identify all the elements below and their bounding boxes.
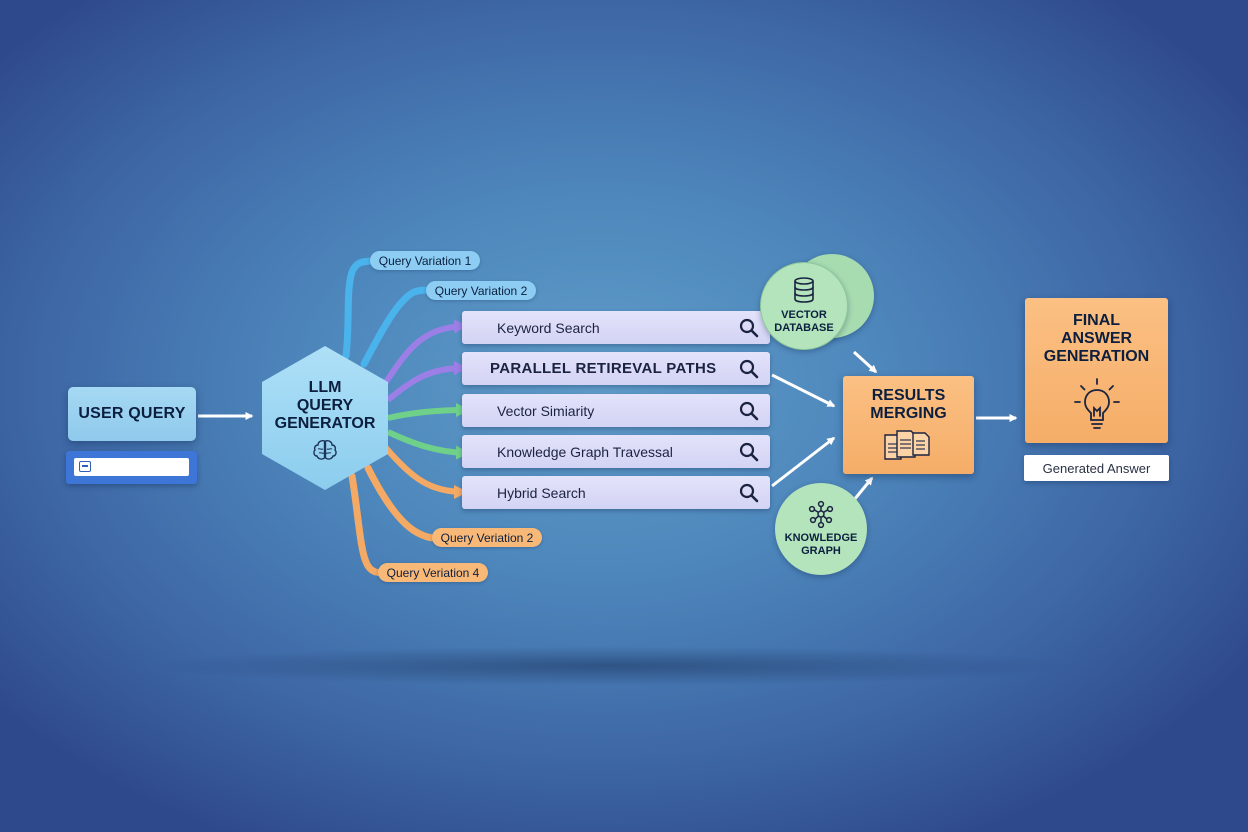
- hybrid-search-label: Hybrid Search: [497, 484, 586, 501]
- knowledge-graph-traversal-bar[interactable]: Knowledge Graph Travessal: [462, 435, 770, 468]
- branch-variation-3: [364, 464, 444, 542]
- vector-database-line-1: VECTOR: [781, 309, 827, 321]
- final-answer-line-1: FINAL: [1072, 312, 1121, 329]
- query-input[interactable]: [74, 458, 189, 476]
- search-icon: [739, 318, 759, 337]
- keyword-search-label: Keyword Search: [497, 319, 600, 336]
- search-icon: [739, 359, 759, 378]
- documents-icon: [883, 430, 930, 460]
- arrow-vectordb-to-merge: [852, 350, 878, 374]
- final-answer-line-2: ANSWER: [1060, 330, 1133, 347]
- knowledge-graph-node: KNOWLEDGE GRAPH: [775, 483, 867, 575]
- vector-similarity-bar[interactable]: Vector Simiarity: [462, 394, 770, 427]
- final-answer-label: FINAL ANSWER GENERATION: [1044, 312, 1149, 366]
- branch-vector: [387, 403, 470, 421]
- brain-icon: [313, 440, 337, 460]
- parallel-retrieval-paths-title: PARALLEL RETIREVAL PATHS: [490, 360, 717, 377]
- knowledge-graph-line-1: KNOWLEDGE: [784, 532, 858, 544]
- branch-variation-1: [342, 257, 380, 360]
- vector-database-label: VECTOR DATABASE: [774, 309, 833, 335]
- generated-answer-box: Generated Answer: [1024, 455, 1169, 481]
- query-variation-1-pill: Query Variation 1: [370, 251, 480, 270]
- user-query-label: USER QUERY: [78, 405, 186, 422]
- query-variation-2-label: Query Variation 2: [434, 283, 528, 298]
- arrow-kg-to-merge: [852, 476, 874, 501]
- branch-paths-title: [386, 361, 468, 403]
- results-merging-node: RESULTS MERGING: [843, 376, 974, 474]
- branch-variation-4: [348, 472, 390, 577]
- user-query-node: USER QUERY: [68, 387, 196, 441]
- query-variation-2-pill: Query Variation 2: [426, 281, 536, 300]
- query-variation-4-label: Query Veriation 4: [386, 565, 480, 580]
- knowledge-graph-line-2: GRAPH: [801, 545, 841, 557]
- results-merging-line-1: RESULTS: [871, 387, 946, 404]
- query-variation-1-label: Query Variation 1: [378, 253, 472, 268]
- parallel-retrieval-paths-bar: PARALLEL RETIREVAL PATHS: [462, 352, 770, 385]
- query-input-box[interactable]: [66, 451, 197, 484]
- knowledge-graph-label: KNOWLEDGE GRAPH: [785, 532, 858, 558]
- branch-hybrid: [383, 446, 468, 499]
- database-icon: [794, 277, 814, 303]
- generated-answer-label: Generated Answer: [1042, 460, 1151, 476]
- generator-label: LLM QUERY GENERATOR: [275, 379, 376, 433]
- knowledge-graph-traversal-label: Knowledge Graph Travessal: [497, 443, 673, 460]
- keyword-search-bar[interactable]: Keyword Search: [462, 311, 770, 344]
- vector-database-node: VECTOR DATABASE: [760, 262, 848, 350]
- generator-label-line-3: GENERATOR: [274, 415, 376, 432]
- search-icon: [739, 442, 759, 461]
- query-variation-3-pill: Query Veriation 2: [432, 528, 542, 547]
- network-graph-icon: [808, 500, 834, 528]
- branch-knowledge: [386, 429, 470, 460]
- generator-label-line-1: LLM: [308, 379, 342, 396]
- results-merging-line-2: MERGING: [870, 405, 947, 422]
- vector-similarity-label: Vector Simiarity: [497, 402, 595, 419]
- search-icon: [739, 401, 759, 420]
- input-box-icon: [79, 461, 91, 472]
- vector-database-line-2: DATABASE: [774, 322, 834, 334]
- branch-variation-2: [360, 286, 436, 368]
- branch-keyword: [383, 319, 468, 384]
- hybrid-search-bar[interactable]: Hybrid Search: [462, 476, 770, 509]
- query-variation-3-label: Query Veriation 2: [440, 530, 534, 545]
- generator-label-line-2: QUERY: [296, 397, 354, 414]
- query-variation-4-pill: Query Veriation 4: [378, 563, 488, 582]
- arrow-hybrid-to-merge: [771, 436, 836, 488]
- results-merging-label: RESULTS MERGING: [870, 387, 946, 423]
- arrow-paths-to-merge: [771, 373, 836, 408]
- final-answer-generation-node: FINAL ANSWER GENERATION: [1025, 298, 1168, 443]
- lightbulb-icon: [1073, 378, 1120, 429]
- final-answer-line-3: GENERATION: [1043, 348, 1150, 365]
- llm-query-generator-node: LLM QUERY GENERATOR: [262, 346, 388, 490]
- search-icon: [739, 483, 759, 502]
